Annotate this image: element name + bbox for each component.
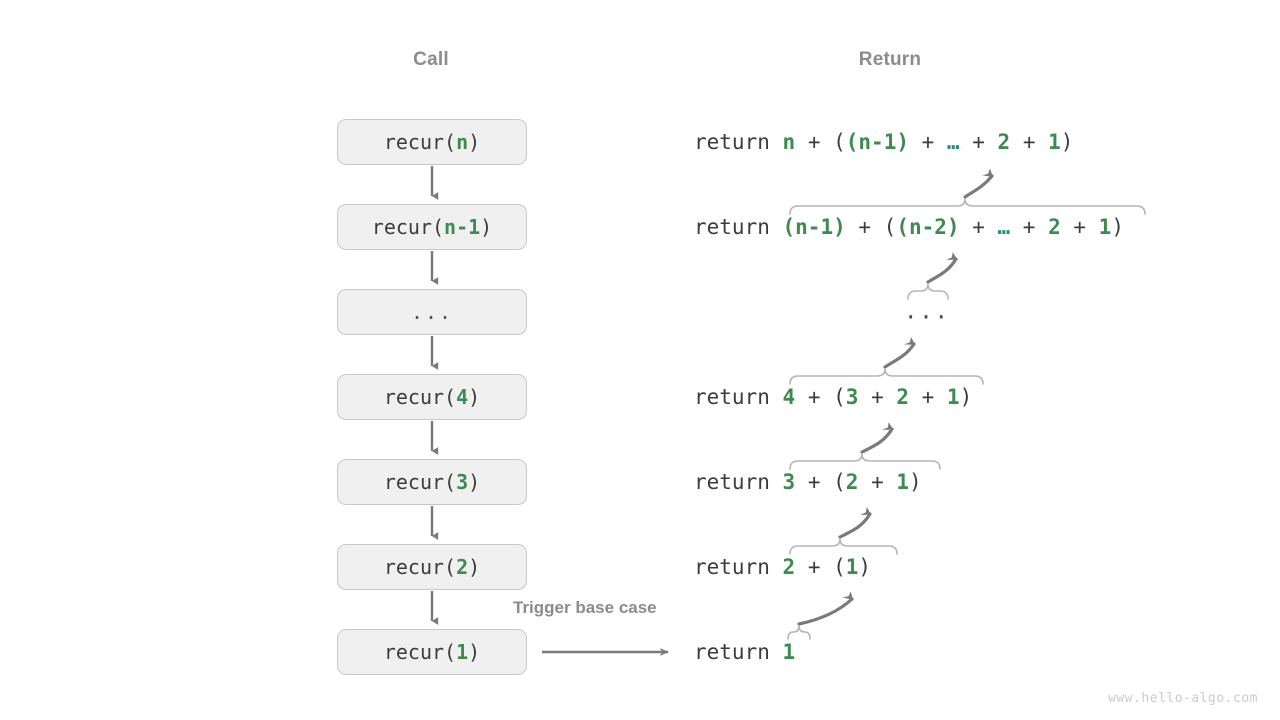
call-box-argument: 3 bbox=[456, 470, 469, 494]
return-token-num: 1 bbox=[1098, 215, 1112, 239]
return-token-op: + bbox=[959, 130, 998, 154]
return-token-op: + bbox=[795, 470, 834, 494]
return-keyword: return bbox=[694, 470, 783, 494]
return-token-num: (n-1) bbox=[845, 130, 909, 154]
return-token-op: ( bbox=[833, 130, 846, 154]
return-keyword: return bbox=[694, 640, 783, 664]
return-token-num: 2 bbox=[782, 555, 796, 579]
brace-row-n-1 bbox=[789, 198, 1146, 215]
call-box-argument: 4 bbox=[456, 385, 469, 409]
brace-row-3 bbox=[789, 453, 941, 470]
brace-row-1 bbox=[787, 625, 811, 640]
call-box-recur-n: recur(n) bbox=[337, 119, 527, 165]
return-token-num: 1 bbox=[896, 470, 910, 494]
call-box-recur-1: recur(1) bbox=[337, 629, 527, 675]
return-token-op: ) bbox=[909, 470, 922, 494]
call-box-close-paren: ) bbox=[480, 215, 493, 239]
return-token-op: ) bbox=[858, 555, 872, 579]
return-token-op: ) bbox=[1111, 215, 1124, 239]
return-token-num: (n-1) bbox=[782, 215, 846, 239]
return-line-n-1: return (n-1) + ((n-2) + … + 2 + 1) bbox=[694, 215, 1124, 239]
return-token-ell: … bbox=[997, 215, 1011, 239]
column-header-call: Call bbox=[413, 49, 449, 70]
return-token-ell: … bbox=[946, 130, 960, 154]
return-keyword: return bbox=[694, 130, 783, 154]
return-token-op: + bbox=[1010, 215, 1049, 239]
return-line-4: return 4 + (3 + 2 + 1) bbox=[694, 385, 972, 409]
return-token-op: + bbox=[858, 470, 897, 494]
call-box-recur-2: recur(2) bbox=[337, 544, 527, 590]
return-token-num: 3 bbox=[845, 385, 859, 409]
call-box-close-paren: ) bbox=[468, 130, 481, 154]
trigger-base-case-label: Trigger base case bbox=[513, 598, 657, 617]
return-token-num: 2 bbox=[845, 470, 859, 494]
return-token-op: ( bbox=[833, 385, 846, 409]
return-token-num: 1 bbox=[782, 640, 796, 664]
return-token-num: 2 bbox=[997, 130, 1011, 154]
return-arrow-to-2 bbox=[797, 591, 854, 626]
return-arrow-to-3 bbox=[838, 507, 872, 539]
return-token-num: 1 bbox=[946, 385, 960, 409]
return-token-op: + bbox=[795, 555, 834, 579]
return-keyword: return bbox=[694, 215, 783, 239]
call-box-fn-name: recur( bbox=[383, 385, 457, 409]
brace-row-4 bbox=[789, 368, 984, 385]
call-box-dots: ... bbox=[410, 300, 454, 324]
return-line-2: return 2 + (1) bbox=[694, 555, 871, 579]
return-token-op: + bbox=[1060, 215, 1099, 239]
return-arrow-to-n bbox=[963, 168, 994, 199]
column-header-return: Return bbox=[858, 49, 922, 70]
return-token-op: + bbox=[909, 385, 947, 409]
return-token-num: 2 bbox=[896, 385, 910, 409]
call-box-fn-name: recur( bbox=[383, 555, 457, 579]
call-box-ellipsis: ... bbox=[337, 289, 527, 335]
call-box-close-paren: ) bbox=[468, 640, 481, 664]
return-token-op: ( bbox=[883, 215, 897, 239]
call-box-fn-name: recur( bbox=[383, 130, 457, 154]
brace-row-2 bbox=[789, 538, 898, 555]
return-keyword: return bbox=[694, 385, 783, 409]
return-line-1: return 1 bbox=[694, 640, 795, 664]
watermark: www.hello-algo.com bbox=[1108, 691, 1258, 706]
call-box-close-paren: ) bbox=[468, 555, 481, 579]
return-token-op: ( bbox=[833, 470, 846, 494]
call-box-close-paren: ) bbox=[468, 385, 481, 409]
call-box-recur-3: recur(3) bbox=[337, 459, 527, 505]
return-token-op: + bbox=[795, 385, 834, 409]
call-box-fn-name: recur( bbox=[371, 215, 445, 239]
call-box-recur-n-1: recur(n-1) bbox=[337, 204, 527, 250]
return-token-num: 1 bbox=[1048, 130, 1061, 154]
return-token-num: 4 bbox=[782, 385, 796, 409]
call-box-argument: n-1 bbox=[444, 215, 481, 239]
return-token-num: n bbox=[782, 130, 796, 154]
brace-row-ellipsis bbox=[907, 283, 949, 300]
call-box-recur-4: recur(4) bbox=[337, 374, 527, 420]
return-line-3: return 3 + (2 + 1) bbox=[694, 470, 922, 494]
return-token-num: 2 bbox=[1048, 215, 1061, 239]
return-line-n: return n + ((n-1) + … + 2 + 1) bbox=[694, 130, 1073, 154]
return-token-op: + bbox=[1010, 130, 1049, 154]
return-token-num: 1 bbox=[845, 555, 859, 579]
call-box-argument: n bbox=[456, 130, 469, 154]
call-box-fn-name: recur( bbox=[383, 640, 457, 664]
return-token-op: + bbox=[858, 385, 897, 409]
return-ellipsis: ... bbox=[904, 299, 950, 325]
return-token-op: ) bbox=[1060, 130, 1074, 154]
call-box-argument: 2 bbox=[456, 555, 469, 579]
return-token-op: ) bbox=[959, 385, 973, 409]
return-token-op: + bbox=[795, 130, 834, 154]
return-keyword: return bbox=[694, 555, 783, 579]
call-box-argument: 1 bbox=[456, 640, 469, 664]
return-token-op: + bbox=[959, 215, 998, 239]
return-token-op: + bbox=[845, 215, 884, 239]
call-box-fn-name: recur( bbox=[383, 470, 457, 494]
return-arrow-to-n-1 bbox=[926, 252, 958, 284]
return-arrow-to-4 bbox=[860, 422, 894, 454]
return-arrow-to-dots bbox=[883, 336, 916, 369]
return-token-op: + bbox=[908, 130, 947, 154]
return-token-num: 3 bbox=[782, 470, 796, 494]
call-box-close-paren: ) bbox=[468, 470, 481, 494]
return-token-num: (n-2) bbox=[896, 215, 960, 239]
return-token-op: ( bbox=[833, 555, 846, 579]
